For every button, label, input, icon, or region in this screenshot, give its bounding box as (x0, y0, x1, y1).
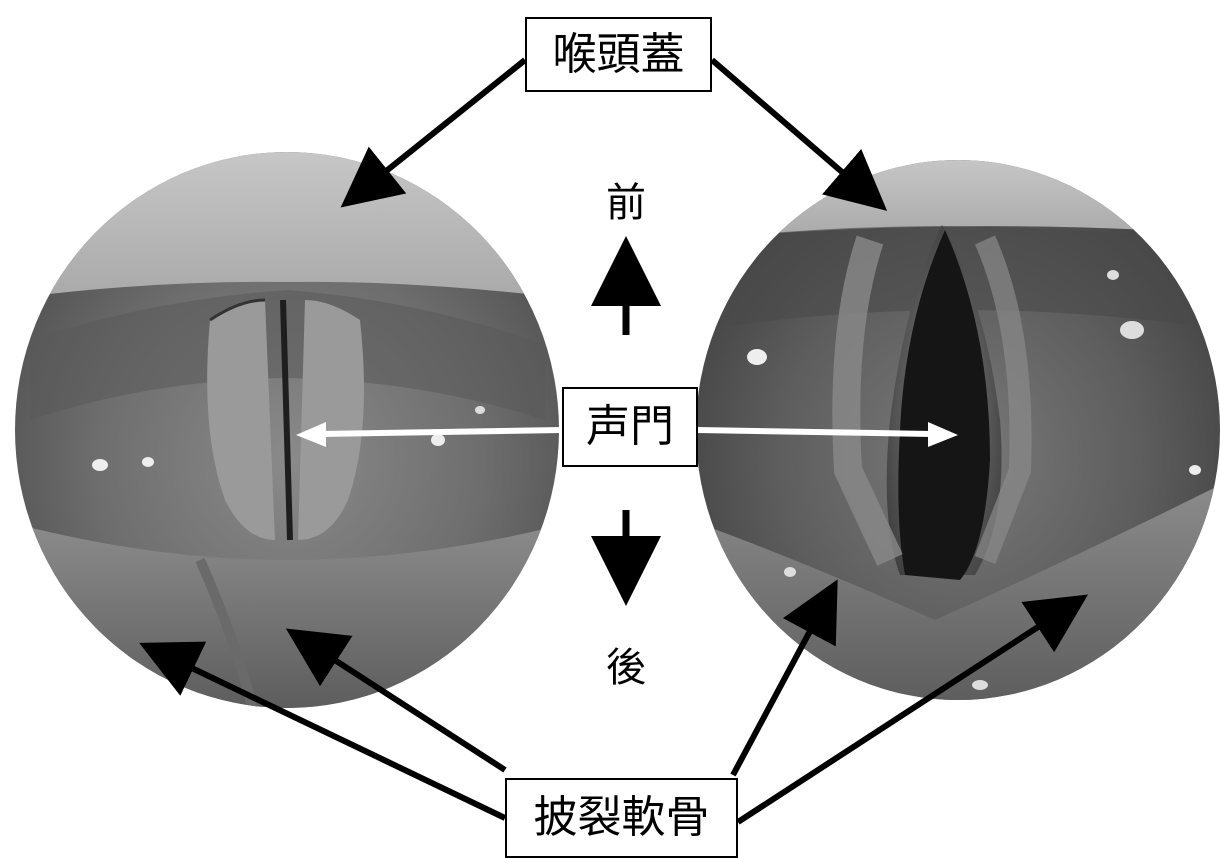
epiglottis-label: 喉頭蓋 (525, 17, 712, 92)
posterior-label: 後 (596, 648, 656, 688)
glottis-label: 声門 (562, 387, 698, 467)
arytenoid-label: 披裂軟骨 (505, 778, 738, 858)
epiglottis-arrow-right (712, 60, 878, 203)
anterior-label: 前 (596, 183, 656, 223)
epiglottis-arrow-left (350, 60, 525, 200)
